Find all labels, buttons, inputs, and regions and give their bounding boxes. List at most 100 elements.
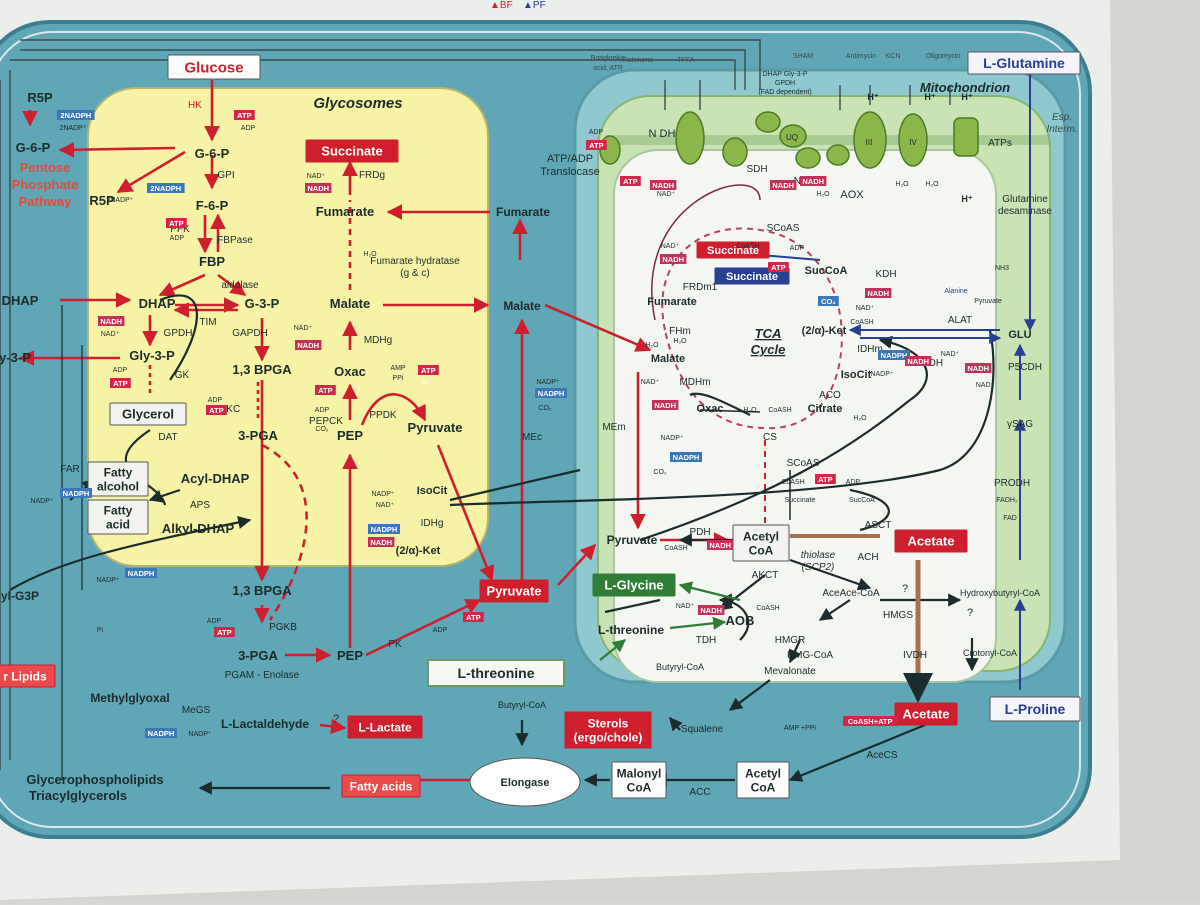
label-co2: CO₂	[315, 426, 329, 433]
label-pepck: PEPCK	[309, 416, 343, 427]
label-alkyl-dhap: Alkyl-DHAP	[162, 521, 235, 536]
label-pi: Pi	[97, 627, 104, 634]
cofactor-chip-text: NADPH	[538, 389, 565, 398]
label-malate-c: Malate	[503, 299, 541, 313]
label-akct: AKCT	[752, 570, 779, 581]
label-hydroxybutyryl: Hydroxybutyryl-CoA	[960, 588, 1040, 598]
label-gdh: GDH	[921, 358, 943, 369]
box-l-glycine: L-Glycine	[592, 573, 676, 597]
cofactor-chip-two_nadph: 2NADPH	[57, 110, 95, 120]
cofactor-chip-text: NADPH	[63, 489, 90, 498]
label-nad: NAD⁺	[641, 379, 660, 386]
label-nadp: NADP⁺	[870, 371, 893, 378]
svg-text:III: III	[866, 138, 873, 147]
question-mark: ?	[902, 583, 908, 595]
box-elongase-text: Elongase	[501, 777, 550, 789]
label-h2o: H₂O	[895, 181, 909, 188]
cofactor-chip-text: ATP	[421, 366, 435, 375]
label-butyryl-m: Butyryl-CoA	[656, 662, 704, 672]
box-l-proline-text: L-Proline	[1005, 701, 1066, 717]
cofactor-chip-text: NADH	[772, 181, 794, 190]
label-coash: CoASH	[664, 545, 687, 552]
label-hk: HK	[188, 100, 202, 111]
label-ndh: N DH	[649, 128, 676, 140]
label-asct: ASCT	[865, 520, 892, 531]
cofactor-chip-atp: ATP	[315, 385, 336, 395]
cofactor-chip-nadph: NADPH	[535, 388, 567, 398]
label-pyruvate-m: Pyruvate	[607, 533, 658, 547]
label-glut-desam: desaminase	[998, 206, 1052, 217]
cofactor-chip-nadh: NADH	[660, 254, 687, 264]
label-scoas-c: SCoAS	[787, 458, 820, 469]
label-crotonyl: Crotonyl-CoA	[963, 648, 1017, 658]
label-ket-g: (2/α)-Ket	[396, 545, 441, 557]
pathway-arrows-red	[18, 80, 730, 782]
label-acecs: AceCS	[866, 750, 897, 761]
box-acetyl-coa-mito-text: CoA	[749, 543, 774, 557]
label-hmgs: HMGS	[883, 610, 913, 621]
box-elongase: Elongase	[469, 757, 581, 807]
cofactor-chip-text: CO₂	[821, 297, 836, 306]
box-succinate-mito-red-text: Succinate	[707, 245, 759, 257]
label-thiolase: (SCP2)	[802, 562, 835, 573]
cofactor-chip-text: NADH	[297, 341, 319, 350]
label-esp-interm: Interm.	[1046, 124, 1077, 135]
label-lactaldehyde: L-Lactaldehyde	[221, 717, 309, 731]
cofactor-chip-text: ATP	[209, 406, 223, 415]
box-fatty-alcohol-text: Fatty	[104, 465, 133, 479]
cofactor-chip-text: ATP	[113, 379, 127, 388]
cofactor-chip-nadph: NADPH	[670, 452, 702, 462]
inhibitor-label: TFFA	[677, 57, 694, 64]
label-dhap: DHAP	[139, 296, 176, 311]
cofactor-chip-text: NADH	[662, 255, 684, 264]
cofactor-chip-text: NADPH	[881, 351, 908, 360]
label-acyl-dhap: Acyl-DHAP	[181, 471, 250, 486]
label-aceace: AceAce-CoA	[822, 588, 880, 599]
label-pyruvate-g: Pyruvate	[408, 420, 463, 435]
box-acetyl-coa-cyto-text: CoA	[751, 780, 776, 794]
box-sterols-text: (ergo/chole)	[574, 730, 643, 744]
label-acc: ACC	[689, 787, 710, 798]
label-gly3p-left: y-3-P	[0, 350, 31, 365]
label-fumarate-m: Fumarate	[647, 296, 697, 308]
label-nadp: NADP⁺	[660, 435, 683, 442]
box-fatty-alcohol-text: alcohol	[97, 479, 139, 493]
box-succinate-glyco-text: Succinate	[321, 144, 382, 159]
label-malate-g: Malate	[330, 296, 370, 311]
label-nad: NAD⁺	[101, 331, 120, 338]
cofactor-chip-atp: ATP	[206, 405, 227, 415]
cofactor-chip-text: 2NADPH	[60, 111, 91, 120]
label-adp: ADP	[208, 397, 223, 404]
label-idhg: IDHg	[421, 518, 444, 529]
label-ysag: γSAG	[1007, 419, 1033, 430]
label-triacylglycerols: Triacylglycerols	[29, 788, 127, 803]
label-adp: ADP	[433, 627, 448, 634]
label-h2o: H₂O	[853, 415, 867, 422]
label-ket-m: (2/α)-Ket	[802, 325, 847, 337]
label-tca-cycle: Cycle	[751, 342, 786, 357]
label-nadp: NADP⁺	[96, 577, 119, 584]
cofactor-chip-text: NADH	[307, 184, 329, 193]
label-pdh: PDH	[689, 527, 710, 538]
cofactor-chip-atp: ATP	[620, 176, 641, 186]
label-idhm: IDHm	[857, 344, 883, 355]
inhibitor-label: Rotenone	[623, 57, 653, 64]
label-tdh: TDH	[696, 635, 717, 646]
label-gk: GK	[175, 370, 190, 381]
label-amp: AMP	[390, 365, 406, 372]
label-glu: GLU	[1008, 329, 1031, 341]
label-mdhm: MDHm	[679, 377, 710, 388]
label-thiolase: thiolase	[801, 550, 836, 561]
label-nh3: NH3	[995, 265, 1009, 272]
cofactor-chip-nadph: NADPH	[368, 524, 400, 534]
label-hmg: HMG-CoA	[787, 650, 833, 661]
label-cs: CS	[763, 432, 777, 443]
box-l-proline: L-Proline	[989, 696, 1081, 722]
label-adp: ADP	[113, 367, 128, 374]
cofactor-chip-text: NADPH	[371, 525, 398, 534]
label-adp: ADP	[846, 479, 861, 486]
cofactor-chip-nadph: NADPH	[125, 568, 157, 578]
cofactor-chip-text: ATP	[318, 386, 332, 395]
cofactor-chip-text: NADH	[709, 541, 731, 550]
label-scoas-m: SCoAS	[767, 223, 800, 234]
